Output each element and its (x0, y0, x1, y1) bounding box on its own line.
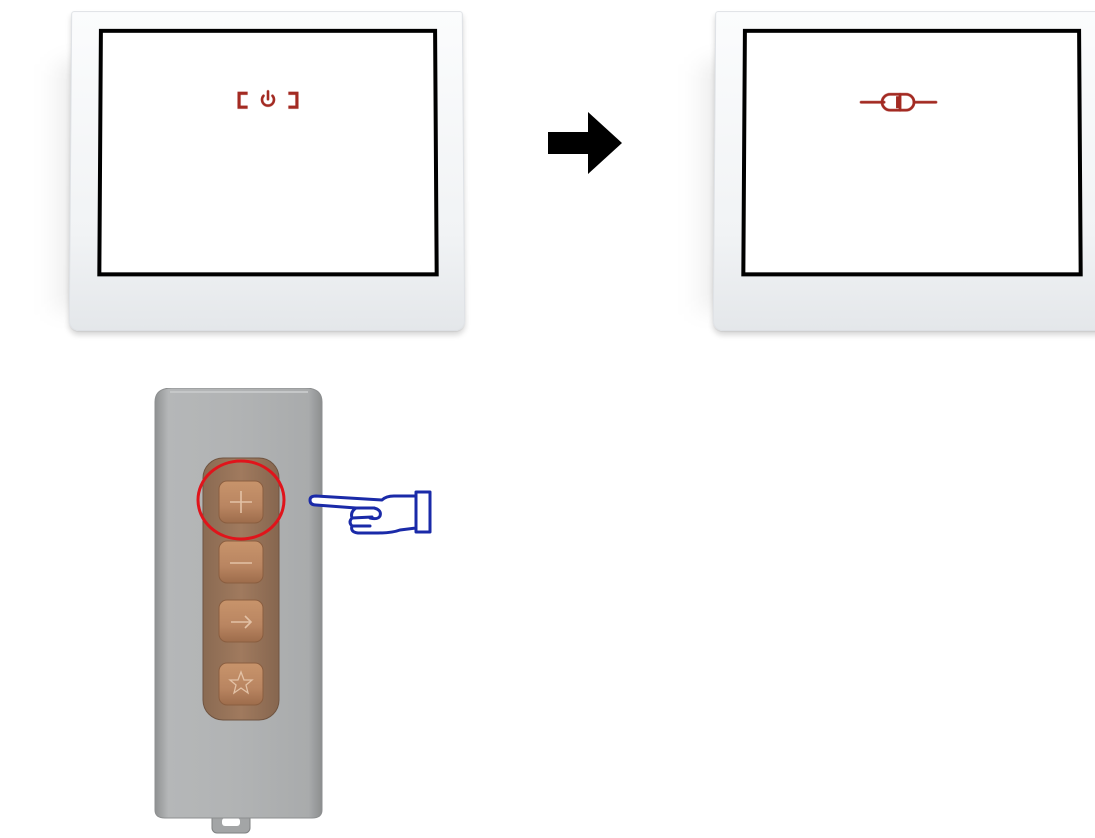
power-standby-icon (238, 90, 300, 110)
display-screen (97, 28, 439, 277)
remote-arrow-button[interactable] (218, 599, 264, 643)
highlight-circle (196, 459, 286, 541)
display-bezel (68, 11, 466, 331)
remote-minus-button[interactable] (218, 540, 264, 584)
pairing-connector-icon (745, 33, 1078, 273)
right-arrow-icon (548, 112, 622, 178)
remote-control (150, 387, 330, 838)
display-pairing (688, 10, 1095, 331)
remote-star-button[interactable] (218, 662, 264, 706)
display-bezel (712, 11, 1095, 331)
pointing-hand-icon (308, 486, 438, 542)
display-standby (44, 10, 466, 331)
display-screen (741, 28, 1083, 277)
remote-plus-button[interactable] (218, 480, 264, 524)
